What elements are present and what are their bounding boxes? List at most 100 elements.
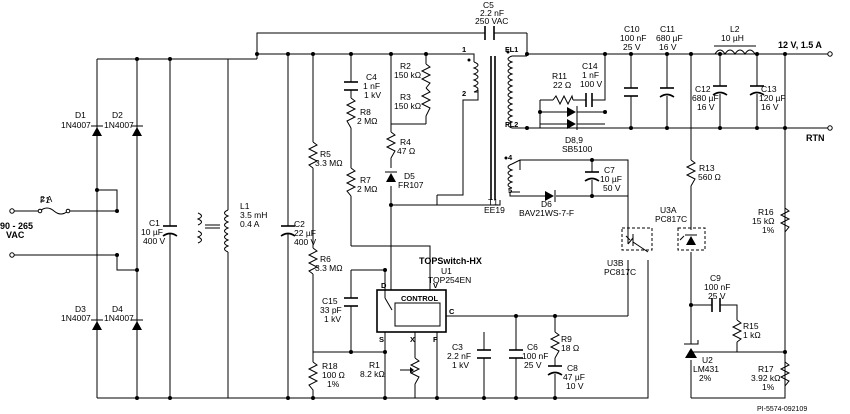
capacitor-c8 xyxy=(547,365,563,376)
resistor-r7 xyxy=(345,167,357,197)
label-c11-name: C11 xyxy=(660,24,675,34)
label-r15-name: R15 xyxy=(743,321,759,331)
label-c13-name: C13 xyxy=(761,84,777,94)
label-u1-part: TOP254EN xyxy=(428,275,471,285)
label-r17-value: 3.92 kΩ xyxy=(751,373,781,383)
shunt-regulator-u2 xyxy=(684,340,699,358)
label-f1-value: 2 A xyxy=(40,194,53,204)
label-r9-name: R9 xyxy=(561,334,572,344)
capacitor-c5 xyxy=(484,26,495,40)
label-r13-value: 560 Ω xyxy=(698,172,721,182)
resistor-r15 xyxy=(731,319,743,343)
label-c8-value: 47 µF xyxy=(563,372,585,382)
label-d5-part: FR107 xyxy=(398,180,424,190)
label-r2-name: R2 xyxy=(400,61,411,71)
inductor-l2 xyxy=(714,45,756,55)
label-c10-value: 100 nF xyxy=(620,33,646,43)
label-r6-value: 3.3 MΩ xyxy=(315,263,343,273)
label-u1-block: CONTROL xyxy=(401,294,438,303)
label-c14-rating: 100 V xyxy=(580,79,603,89)
label-u3a-name: U3A xyxy=(660,205,677,215)
resistor-r8 xyxy=(345,97,357,129)
labels: F1 2 A 90 - 265 VAC D1 1N4007 D2 1N4007 … xyxy=(0,0,825,413)
label-output-return: RTN xyxy=(806,133,825,143)
label-output-voltage: 12 V, 1.5 A xyxy=(778,40,822,50)
label-r7-name: R7 xyxy=(360,175,371,185)
label-t1-pin5: 5 xyxy=(508,186,512,195)
label-d5-name: D5 xyxy=(404,171,415,181)
label-l1-value: 3.5 mH xyxy=(240,210,267,220)
label-d3-name: D3 xyxy=(75,304,86,314)
label-d6-part: BAV21WS-7-F xyxy=(519,208,574,218)
label-c4-rating: 1 kV xyxy=(364,90,381,100)
label-r1-value: 8.2 kΩ xyxy=(360,369,385,379)
label-l1-rating: 0.4 A xyxy=(240,219,260,229)
label-c3-name: C3 xyxy=(452,342,463,352)
diode-d2 xyxy=(131,125,143,136)
capacitor-c15 xyxy=(344,297,358,307)
diode-d5 xyxy=(385,171,397,182)
diode-d8 xyxy=(560,106,580,118)
label-d3-part: 1N4007 xyxy=(61,313,91,323)
diode-d4 xyxy=(131,319,143,330)
label-c8-name: C8 xyxy=(567,363,578,373)
label-l2-value: 10 µH xyxy=(721,33,744,43)
label-c10-name: C10 xyxy=(624,24,640,34)
ic-u1 xyxy=(376,289,447,333)
capacitor-c9 xyxy=(711,298,721,312)
label-c12-rating: 16 V xyxy=(697,102,715,112)
optocoupler-u3b xyxy=(621,227,653,253)
resistor-r13 xyxy=(685,159,697,187)
capacitor-c14 xyxy=(585,93,593,107)
label-r18-tol: 1% xyxy=(327,379,340,389)
label-t1-pin1: 1 xyxy=(462,45,466,54)
label-c15-rating: 1 kV xyxy=(324,314,341,324)
label-c3-rating: 1 kV xyxy=(452,360,469,370)
label-r2-value: 150 kΩ xyxy=(394,70,421,80)
label-u3a-part: PC817C xyxy=(655,214,687,224)
resistor-r17 xyxy=(779,361,791,387)
label-t1-part: EE19 xyxy=(484,205,505,215)
label-c1-name: C1 xyxy=(149,218,160,228)
capacitor-c12 xyxy=(712,85,728,96)
label-t1-pin4: 4 xyxy=(508,153,513,162)
label-c1-value: 10 µF xyxy=(141,227,163,237)
label-c5-name: C5 xyxy=(483,0,494,10)
label-u3b-name: U3B xyxy=(607,258,624,268)
label-c1-rating: 400 V xyxy=(143,236,166,246)
label-d1-name: D1 xyxy=(75,110,86,120)
capacitor-c3 xyxy=(477,349,491,359)
label-c2-name: C2 xyxy=(294,219,305,229)
label-c12-name2: C12 xyxy=(695,84,711,94)
resistor-r3 xyxy=(420,87,432,117)
label-u1-family: TOPSwitch-HX xyxy=(419,256,482,266)
capacitor-c7 xyxy=(584,171,600,182)
capacitor-c13 xyxy=(749,85,765,96)
label-c13-value: 120 µF xyxy=(759,93,786,103)
label-r18-value: 100 Ω xyxy=(322,370,345,380)
label-c15-value: 33 pF xyxy=(320,305,342,315)
label-r1-name: R1 xyxy=(369,360,380,370)
label-r4-value: 47 Ω xyxy=(397,146,415,156)
label-c15-name: C15 xyxy=(322,296,338,306)
diode-d3 xyxy=(91,319,103,330)
resistor-r16 xyxy=(779,207,791,233)
label-d6-name: D6 xyxy=(541,199,552,209)
fuse-f1 xyxy=(37,207,71,215)
label-pin-x: X xyxy=(410,335,415,344)
resistor-r18 xyxy=(307,361,319,398)
label-d4-name: D4 xyxy=(112,304,123,314)
potentiometer-r1 xyxy=(400,357,421,385)
label-r3-value: 150 kΩ xyxy=(394,101,421,111)
label-pin-v: V xyxy=(433,281,438,290)
resistor-r6 xyxy=(307,247,319,275)
label-c7-rating: 50 V xyxy=(603,183,621,193)
capacitor-c4 xyxy=(344,81,358,91)
label-c10-rating: 25 V xyxy=(623,42,641,52)
label-r9-value: 18 Ω xyxy=(561,343,579,353)
label-l1-name: L1 xyxy=(240,201,250,211)
label-u3b-part: PC817C xyxy=(604,267,636,277)
label-r4-name: R4 xyxy=(400,137,411,147)
label-input-line1: 90 - 265 xyxy=(0,221,33,231)
diode-d9 xyxy=(560,118,580,130)
